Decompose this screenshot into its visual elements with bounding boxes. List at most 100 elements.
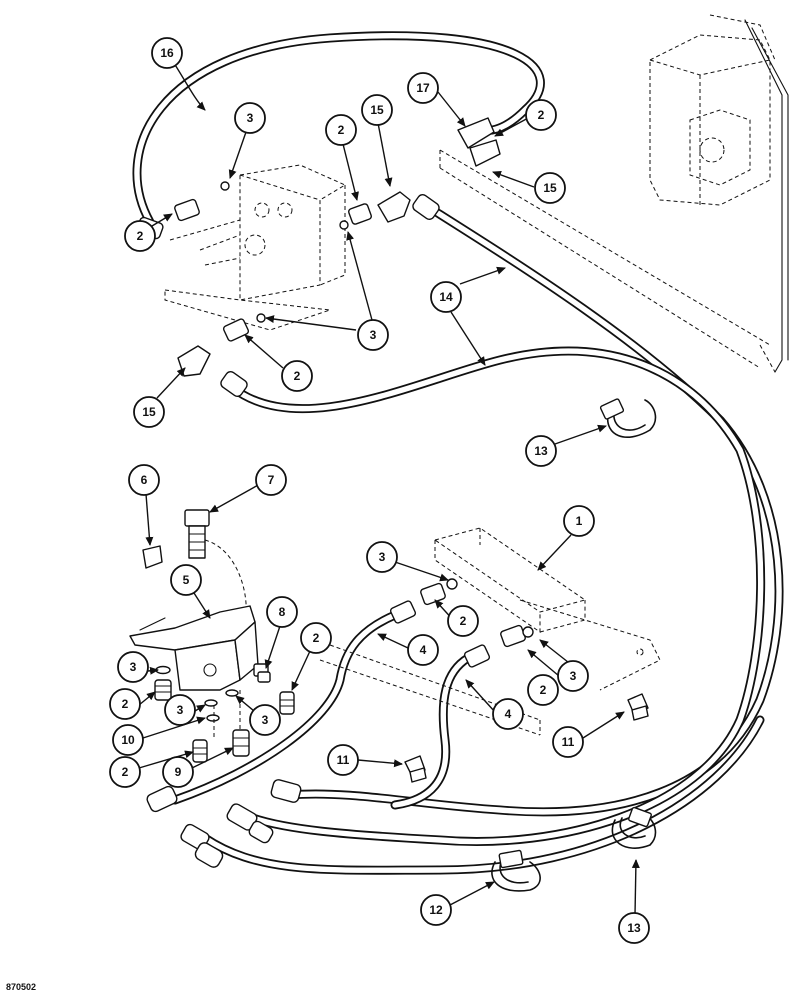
callout-12: 12 <box>420 894 452 926</box>
clip-11-right <box>627 693 649 721</box>
callout-4-a: 4 <box>407 634 439 666</box>
callouts: 16 3 2 15 17 2 15 2 3 3 14 2 15 13 1 6 7… <box>0 0 650 944</box>
callout-3-d: 3 <box>366 541 398 573</box>
svg-text:3: 3 <box>247 111 254 125</box>
callout-3-b: 3 <box>357 319 389 351</box>
clamp-13-lower <box>611 806 657 849</box>
callout-1: 1 <box>563 505 595 537</box>
svg-text:11: 11 <box>562 735 575 749</box>
callout-11-b: 11 <box>552 726 584 758</box>
svg-text:2: 2 <box>338 123 345 137</box>
callout-15-c: 15 <box>133 396 165 428</box>
callout-4-b: 4 <box>492 698 524 730</box>
callout-9: 9 <box>162 756 194 788</box>
tank-assembly <box>649 14 789 373</box>
callout-7: 7 <box>255 464 287 496</box>
callout-8: 8 <box>266 596 298 628</box>
svg-text:3: 3 <box>0 0 4 7</box>
svg-text:14: 14 <box>439 290 453 304</box>
svg-text:2: 2 <box>294 369 301 383</box>
svg-text:13: 13 <box>627 921 641 935</box>
svg-text:15: 15 <box>142 405 156 419</box>
leaders <box>138 59 640 916</box>
svg-text:2: 2 <box>540 683 547 697</box>
callout-2-e: 2 <box>300 622 332 654</box>
plug-6 <box>142 545 163 569</box>
svg-text:16: 16 <box>160 46 174 60</box>
bolt-centerline <box>204 539 247 621</box>
callout-2-b: 2 <box>525 99 557 131</box>
svg-text:13: 13 <box>534 444 548 458</box>
svg-text:2: 2 <box>460 614 467 628</box>
svg-text:4: 4 <box>505 707 512 721</box>
callout-2-f: 2 <box>109 688 141 720</box>
callout-3-h: 3 <box>557 660 589 692</box>
callout-5: 5 <box>170 564 202 596</box>
svg-text:11: 11 <box>337 753 350 767</box>
callout-2-c: 2 <box>325 114 357 146</box>
callout-3-e: 3 <box>117 651 149 683</box>
svg-text:7: 7 <box>268 473 275 487</box>
svg-text:3: 3 <box>570 669 577 683</box>
svg-text:3: 3 <box>379 550 386 564</box>
callout-2-a: 2 <box>124 220 156 252</box>
callout-2-g: 2 <box>447 605 479 637</box>
svg-text:2: 2 <box>538 108 545 122</box>
svg-text:1: 1 <box>576 514 583 528</box>
clip-11-center <box>404 755 427 783</box>
callout-3-f: 3 <box>164 694 196 726</box>
callout-13-b: 13 <box>618 912 650 944</box>
hose-14-long <box>285 205 784 817</box>
drawing-code: 870502 <box>6 982 36 992</box>
callout-16: 16 <box>151 37 183 69</box>
hose-14-second <box>228 346 766 846</box>
svg-text:3: 3 <box>130 660 137 674</box>
clamp-12 <box>491 849 541 892</box>
svg-text:15: 15 <box>543 181 557 195</box>
svg-text:2: 2 <box>137 229 144 243</box>
clip-8 <box>253 663 271 683</box>
callout-2-d: 2 <box>281 360 313 392</box>
bracket-5 <box>129 605 259 691</box>
callout-14: 14 <box>430 281 462 313</box>
svg-text:5: 5 <box>183 573 190 587</box>
callout-3-a: 3 <box>234 102 266 134</box>
block-1 <box>433 527 661 691</box>
svg-text:10: 10 <box>121 733 135 747</box>
frame-rail <box>439 149 776 373</box>
svg-text:2: 2 <box>122 765 129 779</box>
hose-4-upper <box>170 610 400 805</box>
svg-text:2: 2 <box>313 631 320 645</box>
hose-end-fittings <box>146 194 440 868</box>
valve-block <box>164 164 347 331</box>
svg-text:15: 15 <box>370 103 384 117</box>
fittings-upper <box>174 117 501 377</box>
clamp-13-upper <box>599 398 657 439</box>
svg-text:3: 3 <box>177 703 184 717</box>
fittings-block <box>389 578 534 668</box>
callout-15-a: 15 <box>361 94 393 126</box>
svg-text:4: 4 <box>420 643 427 657</box>
svg-text:2: 2 <box>122 697 129 711</box>
svg-text:12: 12 <box>429 903 443 917</box>
callout-2-h: 2 <box>527 674 559 706</box>
svg-text:3: 3 <box>262 713 269 727</box>
svg-text:9: 9 <box>175 765 182 779</box>
hose-4-lower <box>390 653 473 810</box>
svg-text:3: 3 <box>370 328 377 342</box>
svg-text:8: 8 <box>279 605 286 619</box>
callout-17: 17 <box>407 72 439 104</box>
callout-10: 10 <box>112 724 144 756</box>
manifold-fittings <box>154 665 295 763</box>
callout-3-g: 3 <box>249 704 281 736</box>
svg-text:17: 17 <box>416 81 430 95</box>
callout-11-a: 11 <box>327 744 359 776</box>
callout-6: 6 <box>128 464 160 496</box>
callout-15-b: 15 <box>534 172 566 204</box>
bolt-7 <box>184 509 210 559</box>
hose-third <box>200 715 765 875</box>
callout-2-i: 2 <box>109 756 141 788</box>
svg-text:6: 6 <box>141 473 148 487</box>
